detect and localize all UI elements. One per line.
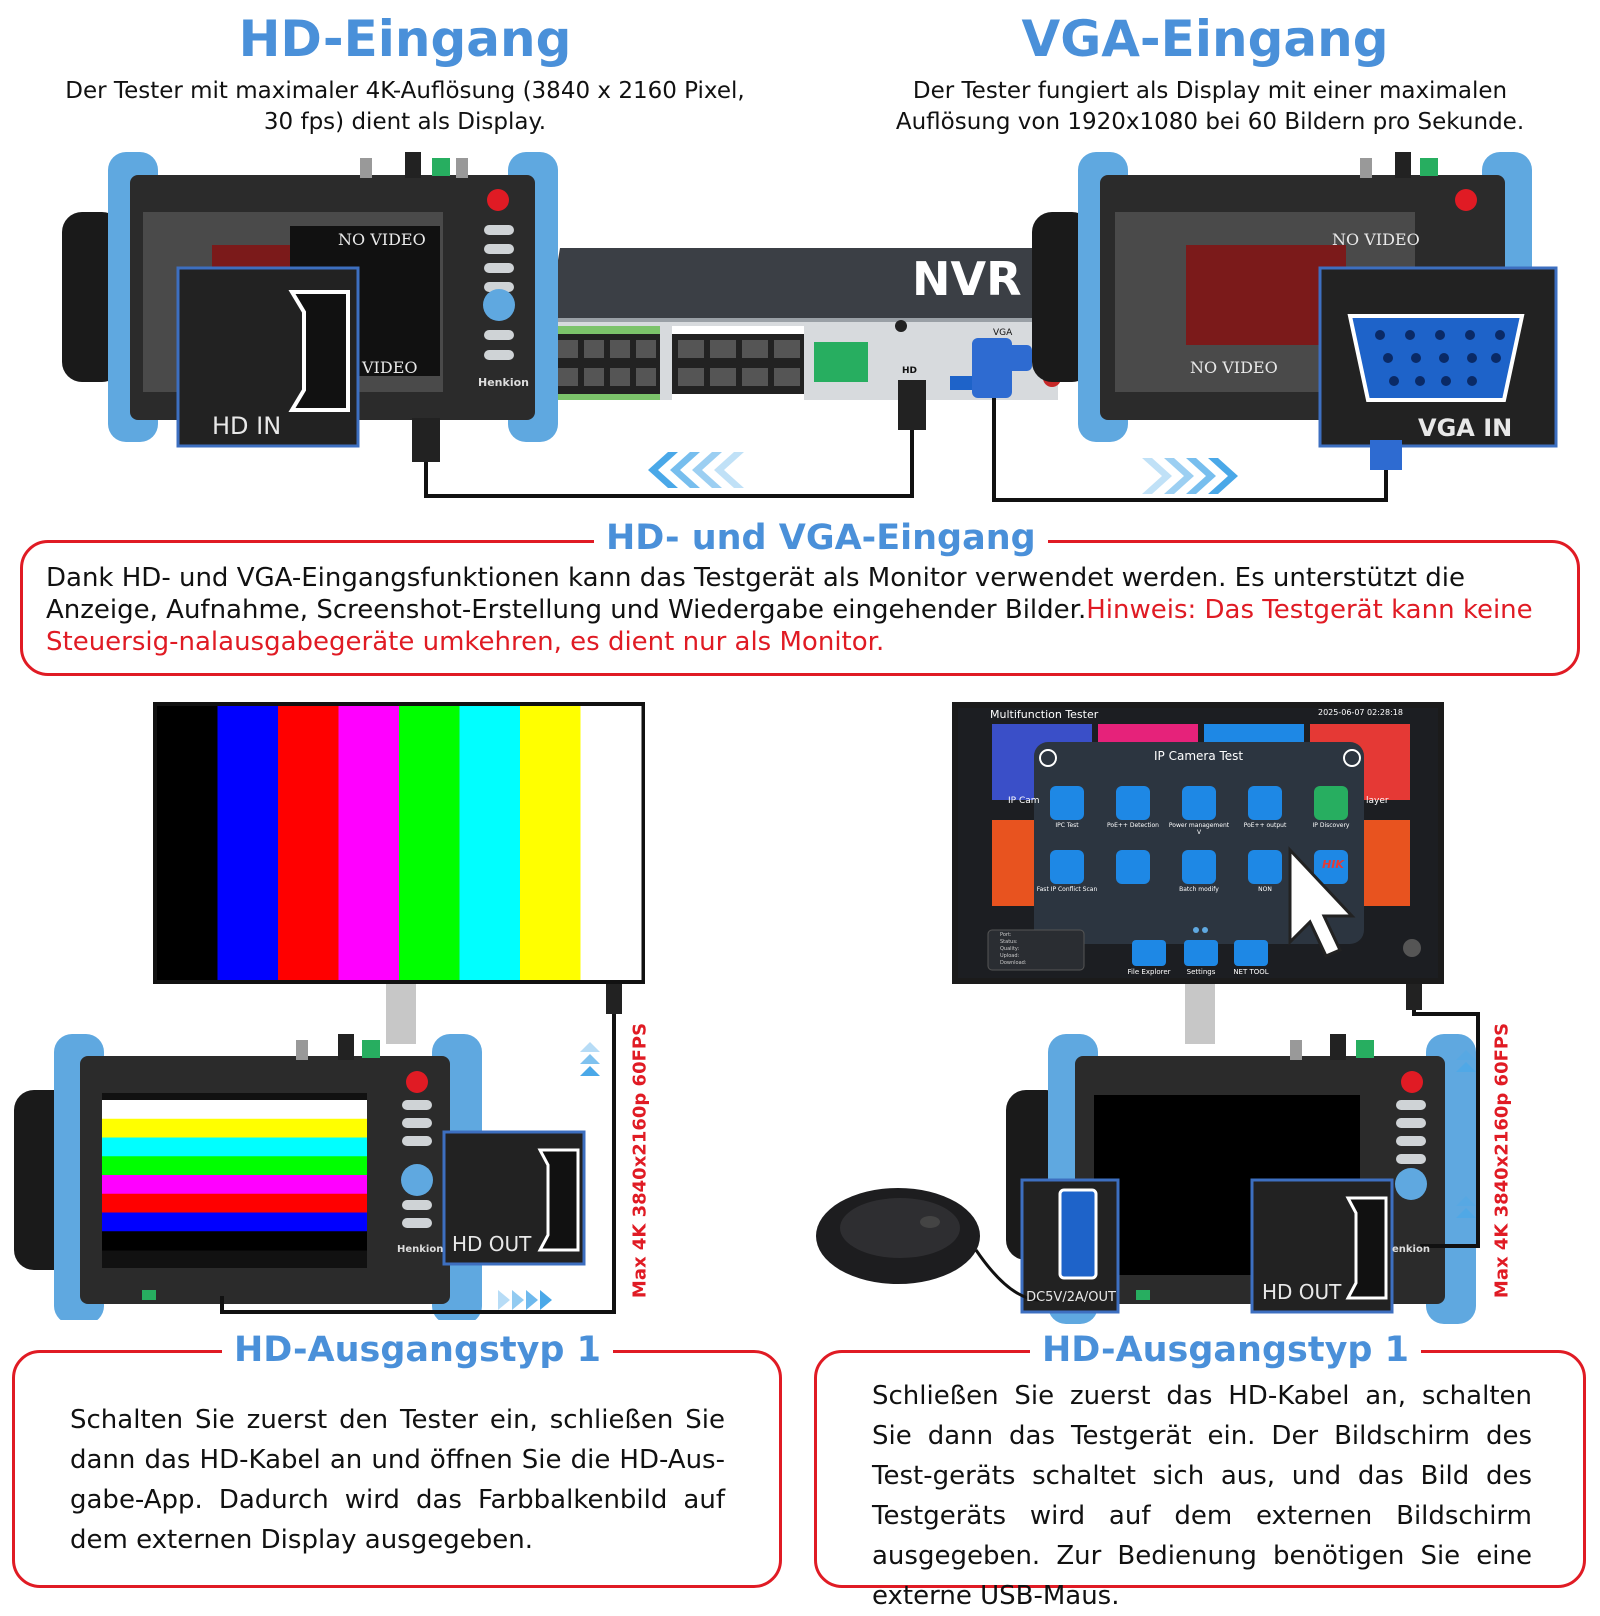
bottom-right-panel-text: Schließen Sie zuerst das HD-Kabel an, sc… xyxy=(872,1381,1532,1611)
status-port: Port: xyxy=(1000,932,1012,938)
hd-in-label: HD IN xyxy=(212,412,282,440)
monitor-color-bar xyxy=(338,706,400,980)
top-right-desc-line2: Auflösung von 1920x1080 bei 60 Bildern p… xyxy=(895,109,1525,135)
monitor-color-bar xyxy=(399,706,460,980)
arrows-left xyxy=(648,452,744,488)
side-label-right: layer xyxy=(1366,796,1389,806)
monitor-color-bar xyxy=(157,706,218,980)
tester-color-bar xyxy=(102,1193,367,1213)
bottom-right-vertical-label: Max 4K 3840x2160p 60FPS xyxy=(1491,1022,1513,1299)
top-left-screen-text-2: VIDEO xyxy=(362,358,418,377)
top-left-desc-line1: Der Tester mit maximaler 4K-Auflösung (3… xyxy=(65,78,745,104)
tester-color-bar xyxy=(102,1100,367,1120)
middle-panel-text: Dank HD- und VGA-Eingangsfunktionen kann… xyxy=(46,562,1556,658)
monitor-color-bar xyxy=(580,706,642,980)
middle-panel-text-warning: Hinweis: Das Testgerät kann keine Steuer… xyxy=(46,595,1533,657)
nvr-label: NVR xyxy=(912,252,1022,306)
dock-settings[interactable]: Settings xyxy=(1186,968,1216,976)
bottom-left-vertical-label: Max 4K 3840x2160p 60FPS xyxy=(629,1022,651,1299)
app-timestamp: 2025-06-07 02:28:18 xyxy=(1318,708,1403,717)
top-right-desc: Der Tester fungiert als Display mit eine… xyxy=(870,76,1550,138)
top-right-screen-text-2: NO VIDEO xyxy=(1190,358,1278,377)
bottom-left-brand: Henkion xyxy=(397,1244,444,1255)
tile-ipc-test[interactable]: IPC Test xyxy=(1055,822,1079,829)
tile-batch-modify[interactable]: Batch modify xyxy=(1179,886,1219,893)
app-title: Multifunction Tester xyxy=(990,708,1099,721)
bottom-left-panel-text: Schalten Sie zuerst den Tester ein, schl… xyxy=(70,1405,725,1555)
usb-out-label: DC5V/2A/OUT xyxy=(1026,1290,1116,1305)
monitor-color-bar xyxy=(278,706,339,980)
status-list: Port: Status: Quality: Upload: Download: xyxy=(1000,932,1027,967)
vga-cable xyxy=(992,392,1388,502)
status-status: Status: xyxy=(1000,939,1018,945)
arrows-right xyxy=(1142,458,1238,494)
nvr-hd-port-label: HD xyxy=(902,366,918,376)
top-right-screen-text-1: NO VIDEO xyxy=(1332,230,1420,249)
status-download: Download: xyxy=(1000,960,1027,966)
monitor-color-bar xyxy=(217,706,279,980)
tile-ip-discovery[interactable]: IP Discovery xyxy=(1312,822,1350,829)
tile-power-management[interactable]: Power management V xyxy=(1168,822,1230,836)
hdmi-port-icon xyxy=(288,290,350,412)
tile-fast-ip-conflict[interactable]: Fast IP Conflict Scan xyxy=(1036,886,1098,893)
bottom-left-panel-title: HD-Ausgangstyp 1 xyxy=(222,1330,613,1370)
middle-panel-text-normal: Dank HD- und VGA-Eingangsfunktionen kann… xyxy=(46,563,1465,625)
mouse-cursor-icon xyxy=(1288,846,1356,958)
dialog-title: IP Camera Test xyxy=(1154,749,1244,763)
dock-net-tool[interactable]: NET TOOL xyxy=(1233,968,1269,976)
tile-hik[interactable]: HIK xyxy=(1322,858,1344,871)
monitor-color-bar xyxy=(520,706,581,980)
top-left-desc: Der Tester mit maximaler 4K-Auflösung (3… xyxy=(40,76,770,138)
vga-in-label: VGA IN xyxy=(1418,414,1513,442)
middle-panel-title: HD- und VGA-Eingang xyxy=(594,518,1048,558)
tile-poe-detection[interactable]: PoE++ Detection xyxy=(1107,822,1159,829)
tester-color-bar xyxy=(102,1156,367,1176)
tester-color-bar xyxy=(102,1212,367,1232)
tile-non[interactable]: NON xyxy=(1258,886,1272,893)
status-upload: Upload: xyxy=(1000,953,1020,959)
top-right-title: VGA-Eingang xyxy=(1021,10,1389,68)
tester-color-bar xyxy=(102,1137,367,1157)
bottom-right-hd-out-label: HD OUT xyxy=(1262,1280,1342,1304)
bottom-left-illustration xyxy=(14,702,645,1320)
status-quality: Quality: xyxy=(1000,946,1020,952)
monitor-color-bar xyxy=(459,706,521,980)
top-illustration xyxy=(62,152,1558,502)
bottom-left-hd-out-label: HD OUT xyxy=(452,1232,532,1256)
tester-color-bar xyxy=(102,1118,367,1138)
dock-file-explorer[interactable]: File Explorer xyxy=(1127,968,1171,976)
tile-poe-output[interactable]: PoE++ output xyxy=(1243,822,1287,829)
bottom-right-illustration xyxy=(816,702,1480,1324)
top-left-title: HD-Eingang xyxy=(238,10,572,68)
top-right-desc-line1: Der Tester fungiert als Display mit eine… xyxy=(912,78,1508,104)
bottom-right-panel-title: HD-Ausgangstyp 1 xyxy=(1030,1330,1421,1370)
top-left-brand: Henkion xyxy=(478,376,529,389)
bottom-right-brand: enkion xyxy=(1392,1244,1430,1255)
top-left-desc-line2: 30 fps) dient als Display. xyxy=(263,109,547,135)
side-label-left: IP Cam xyxy=(1008,796,1040,806)
tester-color-bar xyxy=(102,1175,367,1195)
tester-color-bar xyxy=(102,1231,367,1251)
top-left-screen-text-1: NO VIDEO xyxy=(338,230,426,249)
nvr-vga-port-label: VGA xyxy=(993,328,1013,338)
